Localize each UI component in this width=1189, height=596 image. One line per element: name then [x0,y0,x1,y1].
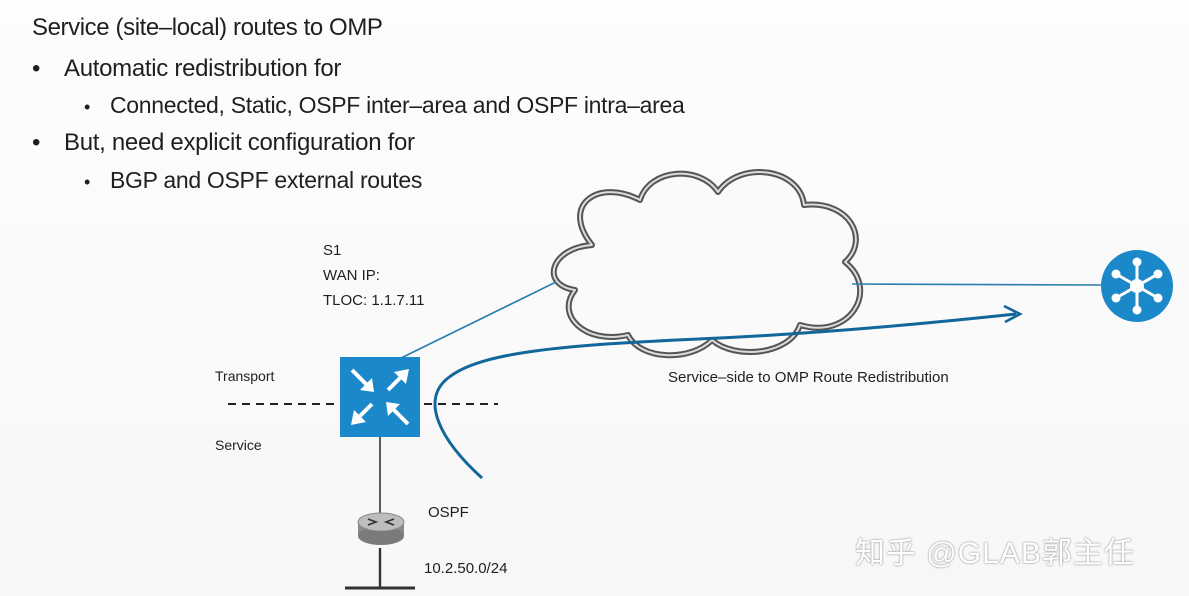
vsmart-hub-icon [1101,250,1173,322]
transport-label: Transport [215,368,275,384]
bullet-dot: • [32,55,41,82]
router-cloud-link [396,281,557,361]
arrow-head [1003,304,1023,324]
bullet-2: • But, need explicit configuration for [32,129,415,157]
bullet-1-sub-text: Connected, Static, OSPF inter–area and O… [110,92,685,118]
s1-wan-ip: WAN IP: [323,267,380,284]
ospf-label: OSPF [428,504,469,521]
bullet-1-text: Automatic redistribution for [64,55,342,82]
ospf-router-icon [357,512,405,545]
bullet-2-text: But, need explicit configuration for [64,129,415,156]
s1-tloc: TLOC: 1.1.7.11 [323,292,425,309]
slide-title: Service (site–local) routes to OMP [32,14,383,41]
s1-name: S1 [323,242,342,259]
cloud-hub-link [851,283,1103,286]
redistribution-label: Service–side to OMP Route Redistribution [668,369,949,386]
bullet-2-sub-text: BGP and OSPF external routes [110,167,423,193]
bullet-dot: • [32,129,41,156]
bullet-1: • Automatic redistribution for [32,55,341,83]
bullet-2-sub: • BGP and OSPF external routes [84,167,422,194]
redistribution-arrow [433,312,1017,480]
subnet-label: 10.2.50.0/24 [424,560,508,577]
service-label: Service [215,437,262,453]
bullet-dot: • [84,172,91,192]
cloud-icon [550,169,864,359]
vedge-router-icon [340,357,420,437]
bullet-dot: • [84,97,91,117]
watermark: 知乎 @GLAB郭主任 [855,537,1135,570]
bullet-1-sub: • Connected, Static, OSPF inter–area and … [84,92,685,119]
